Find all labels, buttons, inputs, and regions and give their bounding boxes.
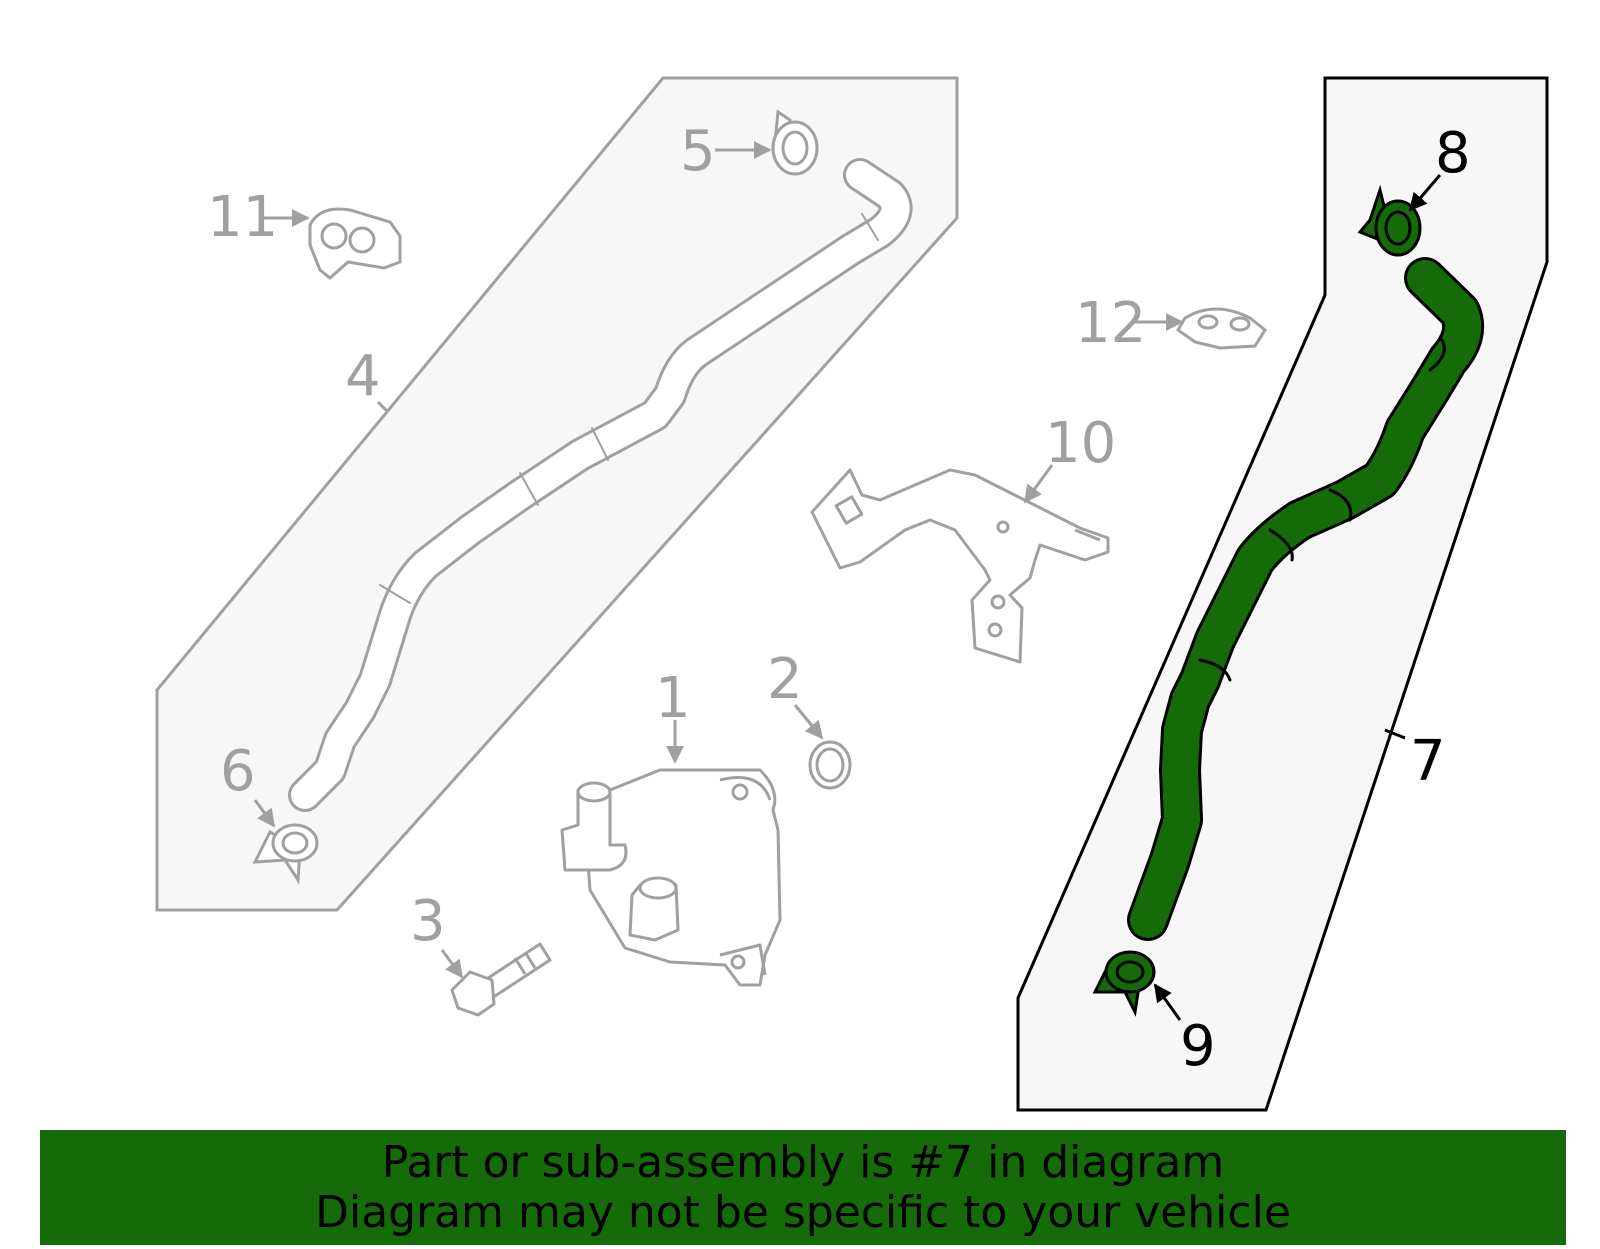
callout-10: 10 <box>1045 411 1116 476</box>
leader-lines <box>253 141 1442 1021</box>
bolt-part-3 <box>450 942 552 1017</box>
hose-part-7 <box>1127 257 1484 941</box>
clamp-part-8 <box>1357 184 1422 257</box>
leader-9 <box>1153 983 1182 1021</box>
callout-2: 2 <box>767 647 803 712</box>
callout-5: 5 <box>680 119 716 184</box>
callout-12: 12 <box>1075 291 1146 356</box>
oring-part-2 <box>808 740 852 790</box>
cooler-part-1 <box>560 768 782 987</box>
callouts: 1 2 3 4 5 6 7 8 9 10 11 12 <box>207 119 1471 1079</box>
callout-8: 8 <box>1435 121 1471 186</box>
leader-7 <box>1384 728 1406 740</box>
callout-9: 9 <box>1180 1014 1216 1079</box>
clip-part-12 <box>1176 307 1267 350</box>
callout-7: 7 <box>1410 729 1446 794</box>
leader-4 <box>376 400 390 414</box>
clip-part-11 <box>308 207 402 280</box>
hose-part-4 <box>288 158 913 812</box>
leader-8 <box>1408 174 1442 212</box>
callout-11: 11 <box>207 185 278 250</box>
bracket-part-10 <box>810 468 1110 664</box>
subassembly-panel-7 <box>1016 76 1549 1112</box>
callout-4: 4 <box>345 344 381 409</box>
notice-banner: Part or sub-assembly is #7 in diagram Di… <box>40 1130 1566 1245</box>
clamp-part-5 <box>771 109 819 176</box>
leader-2 <box>793 704 824 740</box>
callout-6: 6 <box>220 739 256 804</box>
notice-line-1: Part or sub-assembly is #7 in diagram <box>381 1136 1225 1188</box>
callout-1: 1 <box>655 666 691 731</box>
leader-10 <box>1023 464 1054 504</box>
clamp-part-6 <box>252 823 319 885</box>
clamp-part-9 <box>1092 950 1156 1017</box>
callout-3: 3 <box>410 889 446 954</box>
leader-3 <box>440 949 464 979</box>
leader-6 <box>253 799 276 828</box>
notice-line-2: Diagram may not be specific to your vehi… <box>315 1186 1291 1238</box>
